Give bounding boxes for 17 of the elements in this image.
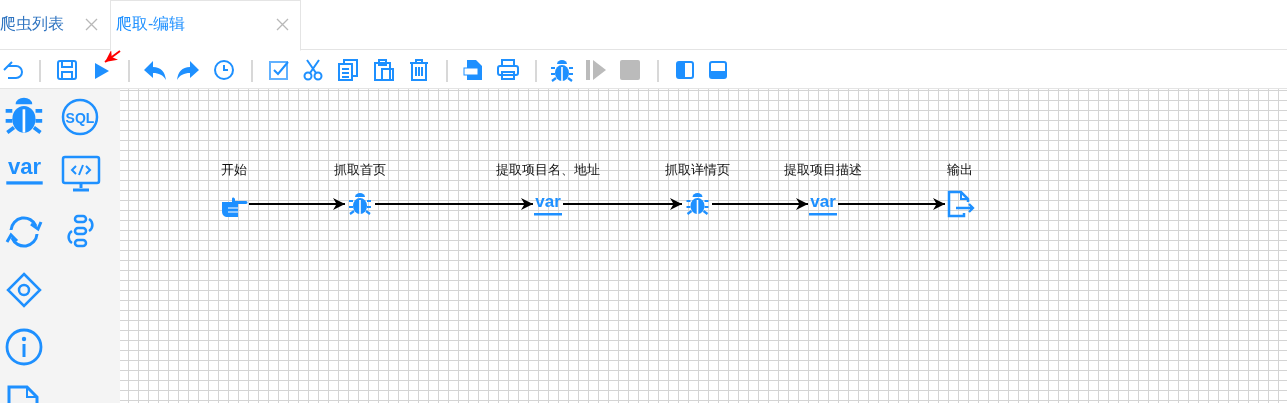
arrow [104, 50, 121, 63]
node-label: 提取项目描述 [784, 161, 862, 179]
node-label: 抓取首页 [334, 161, 386, 179]
active-tab [110, 0, 301, 51]
node-label: 抓取详情页 [664, 161, 730, 179]
tab-label: 爬取-编辑 [116, 14, 186, 34]
arrow [711, 198, 809, 210]
node-label: 提取项目名、地址 [496, 161, 600, 179]
arrow [248, 198, 346, 210]
arrow [374, 198, 534, 210]
tab-label: 爬虫列表 [0, 14, 64, 34]
arrow [562, 198, 683, 210]
node-label: 开始 [221, 161, 247, 179]
arrow [837, 198, 946, 210]
play-button [95, 63, 109, 79]
node-label: 输出 [947, 161, 973, 179]
sql-icon: SQL [61, 98, 99, 136]
